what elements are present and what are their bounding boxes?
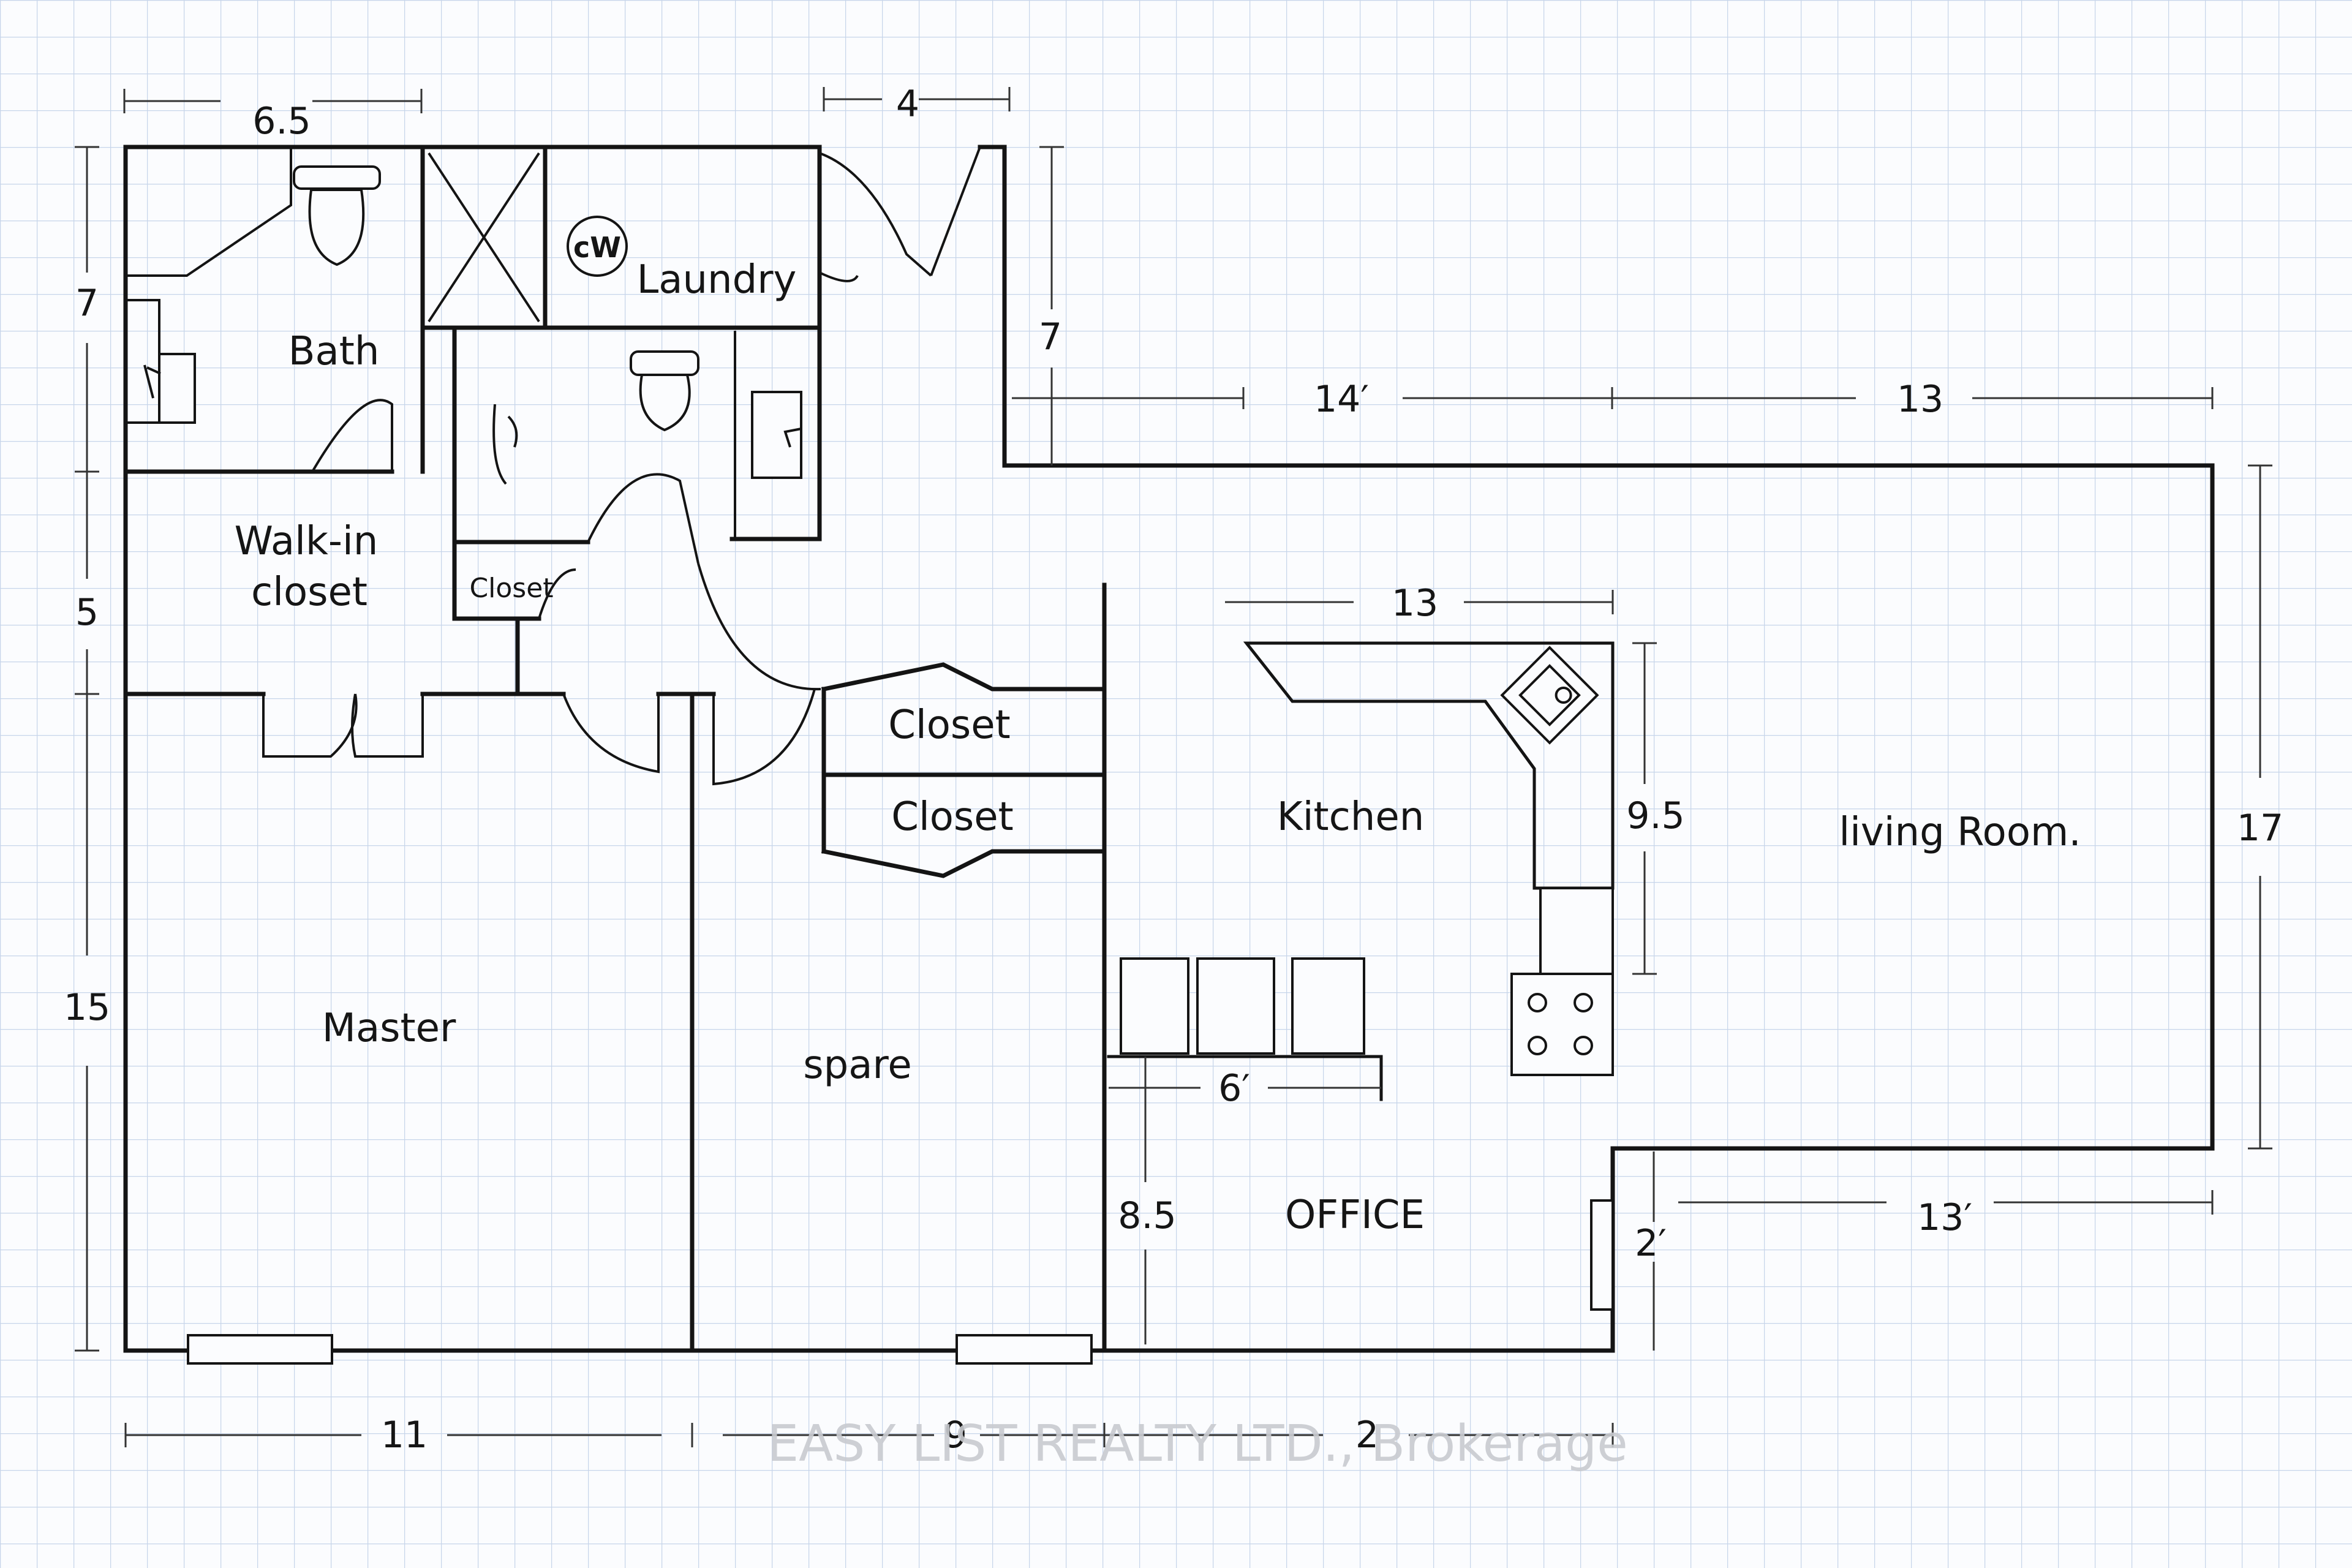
room-labels: Bath Laundry Walk-in closet Closet Close… — [235, 257, 2081, 1238]
dim-bottom-spare: 9 — [944, 1414, 967, 1457]
washer-icon: cW — [567, 216, 628, 277]
kitchen-counter — [1243, 641, 1615, 1076]
room-label-walkin-line1: Walk-in — [235, 519, 379, 564]
interior-walls — [123, 145, 1107, 1353]
washer-label: cW — [573, 231, 621, 264]
bath-fixtures — [126, 147, 381, 424]
dim-bottom-office: 2 — [1355, 1414, 1379, 1457]
room-label-small-closet: Closet — [469, 573, 553, 604]
dim-step-height: 2′ — [1635, 1222, 1667, 1265]
dim-bottom-master: 11 — [381, 1414, 428, 1457]
dim-top-door: 4 — [896, 83, 919, 126]
room-label-living: living Room. — [1839, 810, 2081, 855]
dim-left-middle: 5 — [75, 591, 99, 634]
dim-island-length: 6′ — [1218, 1067, 1250, 1110]
dim-office-height: 8.5 — [1118, 1194, 1176, 1237]
stacked-closet-cell — [428, 152, 540, 323]
door-swings — [262, 146, 981, 786]
dim-notch-height: 7 — [1039, 315, 1062, 358]
room-label-laundry: Laundry — [637, 257, 797, 303]
dim-left-upper: 7 — [75, 282, 99, 325]
room-label-closet-lower: Closet — [891, 794, 1013, 840]
room-label-office: OFFICE — [1285, 1193, 1425, 1238]
dim-kitchen-depth: 9.5 — [1626, 794, 1684, 837]
dim-kitchen-width: 13 — [1392, 582, 1438, 625]
dim-right-height: 17 — [2237, 807, 2283, 850]
dimension-lines — [75, 87, 2272, 1447]
room-label-closet-upper: Closet — [888, 703, 1010, 748]
room-label-walkin-line2: closet — [251, 570, 368, 615]
dim-upper-run-a: 14′ — [1314, 378, 1369, 421]
half-bath-fixtures — [492, 331, 802, 539]
dim-top-left: 6.5 — [252, 100, 311, 143]
room-label-master: Master — [322, 1006, 456, 1051]
dim-left-lower: 15 — [64, 986, 110, 1029]
room-label-bath: Bath — [288, 329, 380, 374]
windows — [187, 1199, 1614, 1365]
watermark: EASY LIST REALTY LTD., Brokerage — [767, 1415, 1627, 1473]
dimension-labels: 6.5 4 7 5 15 7 14′ 13 17 13 9.5 6′ 8.5 2… — [64, 83, 2283, 1457]
kitchen-island — [1107, 957, 1383, 1101]
room-label-kitchen: Kitchen — [1277, 794, 1425, 840]
room-label-spare: spare — [803, 1042, 911, 1088]
dim-upper-run-b: 13 — [1897, 378, 1943, 421]
dim-lower-right-run: 13′ — [1917, 1196, 1972, 1239]
